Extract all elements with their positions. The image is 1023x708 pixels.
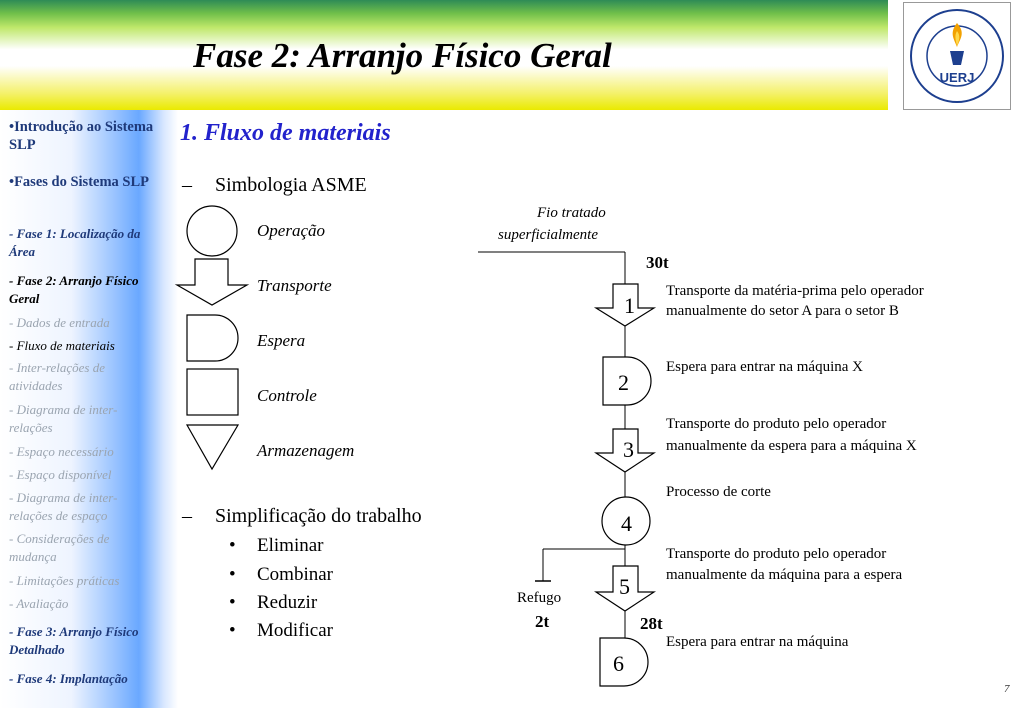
- symbol-label-armazenagem: Armazenagem: [257, 441, 355, 460]
- transport-symbol: [174, 258, 250, 306]
- step1-transport-symbol: [593, 283, 657, 327]
- step4-description: Processo de corte: [666, 484, 771, 500]
- step1-description-line2: manualmente do setor A para o setor B: [666, 303, 899, 319]
- header-banner: [0, 0, 888, 110]
- simplificacao-heading: Simplificação do trabalho: [215, 505, 422, 527]
- section-subtitle: 1. Fluxo de materiais: [180, 120, 391, 146]
- list-item-combinar: Combinar: [257, 564, 333, 585]
- list-bullet: •: [229, 592, 236, 613]
- sidebar-item-dados-entrada[interactable]: - Dados de entrada: [9, 315, 110, 330]
- symbol-label-controle: Controle: [257, 386, 317, 405]
- step5-transport-symbol: [593, 565, 657, 612]
- step-number-6: 6: [613, 651, 624, 676]
- step5-description-line2: manualmente da máquina para a espera: [666, 567, 903, 583]
- page-number: 7: [1004, 683, 1010, 695]
- operation-symbol: [186, 205, 238, 257]
- sidebar-item-fase4[interactable]: - Fase 4: Implantação: [9, 671, 128, 686]
- uerj-logo: UERJ: [903, 2, 1011, 110]
- sidebar-item-limitacoes[interactable]: - Limitações práticas: [9, 573, 120, 588]
- sidebar-item-inter-relacoes[interactable]: - Inter-relações de atividades: [9, 360, 105, 393]
- step4-operation-symbol: [601, 496, 651, 546]
- step2-delay-symbol: [602, 356, 652, 406]
- step6-delay-symbol: [599, 637, 649, 687]
- list-bullet: •: [229, 564, 236, 585]
- storage-symbol: [185, 424, 240, 471]
- step-number-2: 2: [618, 370, 629, 395]
- logo-text: UERJ: [940, 70, 975, 85]
- sidebar-item-fases[interactable]: •Fases do Sistema SLP: [9, 174, 150, 190]
- symbol-label-transporte: Transporte: [257, 276, 332, 295]
- step-number-3: 3: [623, 437, 634, 462]
- sidebar-item-avaliacao[interactable]: - Avaliação: [9, 596, 69, 611]
- sidebar-item-fase2[interactable]: - Fase 2: Arranjo Físico Geral: [9, 273, 139, 306]
- list-item-reduzir: Reduzir: [257, 592, 318, 613]
- dash-bullet: –: [182, 505, 192, 527]
- sidebar-item-fluxo-materiais[interactable]: - Fluxo de materiais: [9, 338, 115, 353]
- sidebar-item-fase3[interactable]: - Fase 3: Arranjo Físico Detalhado: [9, 624, 139, 657]
- input-quantity: 30t: [646, 253, 669, 272]
- step-number-1: 1: [624, 293, 635, 318]
- symbol-label-espera: Espera: [257, 331, 306, 350]
- sidebar-item-espaco-disponivel[interactable]: - Espaço disponível: [9, 467, 112, 482]
- step3-transport-symbol: [593, 428, 657, 473]
- step-number-4: 4: [621, 511, 632, 536]
- symbol-label-operacao: Operação: [257, 221, 325, 240]
- step5-description-line1: Transporte do produto pelo operador: [666, 546, 887, 562]
- list-item-eliminar: Eliminar: [257, 535, 324, 556]
- sidebar-item-diagrama-inter-relacoes[interactable]: - Diagrama de inter-relações: [9, 402, 118, 435]
- output-quantity: 28t: [640, 614, 663, 633]
- step-number-5: 5: [619, 574, 630, 599]
- logo-graphic: UERJ: [910, 9, 1004, 103]
- step6-description: Espera para entrar na máquina: [666, 634, 849, 650]
- scrap-quantity: 2t: [535, 612, 550, 631]
- simbologia-heading: Simbologia ASME: [215, 174, 367, 196]
- step3-description-line2: manualmente da espera para a máquina X: [666, 438, 917, 454]
- list-item-modificar: Modificar: [257, 620, 333, 641]
- sidebar-item-espaco-necessario[interactable]: - Espaço necessário: [9, 444, 114, 459]
- step2-description: Espera para entrar na máquina X: [666, 359, 863, 375]
- sidebar-item-fase1[interactable]: - Fase 1: Localização da Área: [9, 226, 141, 259]
- sidebar-item-consideracoes[interactable]: - Considerações de mudança: [9, 531, 110, 564]
- delay-symbol: [186, 314, 239, 362]
- inspection-symbol: [186, 368, 239, 416]
- input-label-line1: Fio tratado: [537, 205, 606, 221]
- page-title: Fase 2: Arranjo Físico Geral: [193, 36, 612, 75]
- sidebar-item-introducao[interactable]: •Introdução ao Sistema SLP: [9, 119, 154, 153]
- dash-bullet: –: [182, 174, 192, 196]
- scrap-label: Refugo: [517, 590, 562, 606]
- list-bullet: •: [229, 535, 236, 556]
- list-bullet: •: [229, 620, 236, 641]
- input-label-line2: superficialmente: [498, 227, 598, 243]
- sidebar: [0, 110, 178, 708]
- step3-description-line1: Transporte do produto pelo operador: [666, 416, 887, 432]
- sidebar-item-diagrama-espaco[interactable]: - Diagrama de inter-relações de espaço: [9, 490, 118, 523]
- step1-description-line1: Transporte da matéria-prima pelo operado…: [666, 283, 924, 299]
